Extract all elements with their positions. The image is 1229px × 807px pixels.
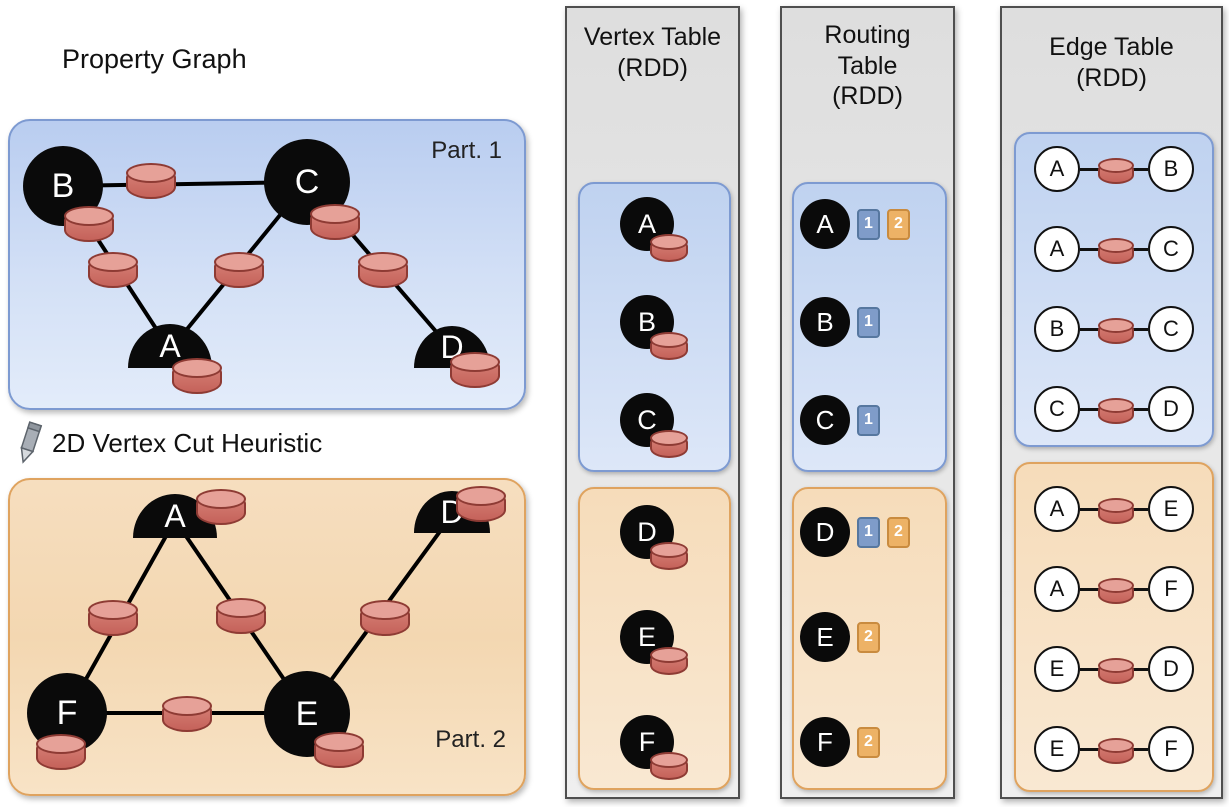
edge-row-A-B: A B <box>1034 146 1194 192</box>
edge-property-cylinder-icon <box>126 163 176 199</box>
vertex-table-title: Vertex Table (RDD) <box>567 22 738 83</box>
edge-property-cylinder-icon <box>214 252 264 288</box>
edge-row-A-C: A C <box>1034 226 1194 272</box>
edge-row-A-E: A E <box>1034 486 1194 532</box>
vertex-property-cylinder-icon <box>650 542 688 570</box>
edge-property-cylinder-icon <box>216 598 266 634</box>
partition-badge-2: 2 <box>857 726 880 758</box>
edge-endpoint: C <box>1034 386 1080 432</box>
partition-badge-1: 1 <box>857 208 880 240</box>
vertex-property-cylinder-icon <box>450 352 500 388</box>
routing-row-C: C 1 <box>800 395 880 445</box>
edge-property-cylinder-icon <box>88 252 138 288</box>
vertex-property-cylinder-icon <box>196 489 246 525</box>
edge-endpoint: E <box>1034 646 1080 692</box>
routing-table-title-line2: Table <box>837 51 898 80</box>
routing-row-D: D 1 2 <box>800 507 910 557</box>
cut-heuristic-label: 2D Vertex Cut Heuristic <box>52 428 323 458</box>
routing-vertex: C <box>800 395 850 445</box>
edge-endpoint: E <box>1148 486 1194 532</box>
edge-endpoint: F <box>1148 566 1194 612</box>
vertex-property-cylinder-icon <box>650 752 688 780</box>
edge-table-title-line2: (RDD) <box>1076 63 1147 92</box>
partition-badge-2: 2 <box>887 516 910 548</box>
routing-table-title-line3: (RDD) <box>832 82 903 110</box>
edge-endpoint: B <box>1034 306 1080 352</box>
edge-property-cylinder-icon <box>88 600 138 636</box>
edge-property-cylinder-icon <box>1098 658 1134 684</box>
vertex-property-cylinder-icon <box>314 732 364 768</box>
vertex-property-cylinder-icon <box>172 358 222 394</box>
vertex-property-cylinder-icon <box>36 734 86 770</box>
edge-property-cylinder-icon <box>1098 318 1134 344</box>
partition-badge-2: 2 <box>887 208 910 240</box>
routing-vertex: E <box>800 612 850 662</box>
partition-badge-2: 2 <box>857 621 880 653</box>
edge-property-cylinder-icon <box>1098 398 1134 424</box>
edge-row-A-F: A F <box>1034 566 1194 612</box>
edge-endpoint: F <box>1148 726 1194 772</box>
partition-1-label: Part. 1 <box>431 137 502 164</box>
edge-row-C-D: C D <box>1034 386 1194 432</box>
edge-table-title: Edge Table (RDD) <box>1002 32 1221 93</box>
vertex-property-cylinder-icon <box>456 486 506 522</box>
routing-vertex: F <box>800 717 850 767</box>
routing-vertex: D <box>800 507 850 557</box>
edge-row-E-F: E F <box>1034 726 1194 772</box>
routing-row-B: B 1 <box>800 297 880 347</box>
edge-property-cylinder-icon <box>1098 158 1134 184</box>
vertex-property-cylinder-icon <box>650 647 688 675</box>
edge-property-cylinder-icon <box>358 252 408 288</box>
edge-property-cylinder-icon <box>360 600 410 636</box>
vertex-property-cylinder-icon <box>64 206 114 242</box>
edge-endpoint: C <box>1148 306 1194 352</box>
routing-row-A: A 1 2 <box>800 199 910 249</box>
routing-table-title-line1: Routing <box>824 21 911 49</box>
routing-row-F: F 2 <box>800 717 880 767</box>
vertex-property-cylinder-icon <box>650 234 688 262</box>
routing-vertex: B <box>800 297 850 347</box>
edge-property-cylinder-icon <box>162 696 212 732</box>
routing-row-E: E 2 <box>800 612 880 662</box>
routing-table-panel: Routing Table (RDD) A 1 2 B 1 C 1 D 1 2 … <box>780 6 955 799</box>
edge-endpoint: A <box>1034 486 1080 532</box>
routing-table-title: Routing Table (RDD) <box>782 20 953 112</box>
vertex-table-panel: Vertex Table (RDD) A B C D E F <box>565 6 740 799</box>
edge-row-B-C: B C <box>1034 306 1194 352</box>
edge-endpoint: A <box>1034 566 1080 612</box>
vertex-table-title-line1: Vertex Table <box>583 23 722 51</box>
vertex-property-cylinder-icon <box>650 430 688 458</box>
edge-property-cylinder-icon <box>1098 578 1134 604</box>
edge-endpoint: A <box>1034 146 1080 192</box>
edge-property-cylinder-icon <box>1098 498 1134 524</box>
partition-badge-1: 1 <box>857 306 880 338</box>
edge-table-panel: Edge Table (RDD) A B A C B C C D <box>1000 6 1223 799</box>
routing-vertex: A <box>800 199 850 249</box>
partition-badge-1: 1 <box>857 516 880 548</box>
edge-property-cylinder-icon <box>1098 238 1134 264</box>
vertex-property-cylinder-icon <box>650 332 688 360</box>
edge-property-cylinder-icon <box>1098 738 1134 764</box>
edge-endpoint: D <box>1148 646 1194 692</box>
partition-2-label: Part. 2 <box>435 726 506 753</box>
edge-endpoint: C <box>1148 226 1194 272</box>
partition-badge-1: 1 <box>857 404 880 436</box>
property-graph-title: Property Graph <box>62 44 247 74</box>
vertex-property-cylinder-icon <box>310 204 360 240</box>
edge-endpoint: E <box>1034 726 1080 772</box>
edge-endpoint: B <box>1148 146 1194 192</box>
vertex-table-title-line2: (RDD) <box>617 53 688 82</box>
edge-table-title-line1: Edge Table <box>1049 33 1174 61</box>
edge-endpoint: D <box>1148 386 1194 432</box>
edge-row-E-D: E D <box>1034 646 1194 692</box>
edge-endpoint: A <box>1034 226 1080 272</box>
pencil-icon <box>20 421 43 464</box>
